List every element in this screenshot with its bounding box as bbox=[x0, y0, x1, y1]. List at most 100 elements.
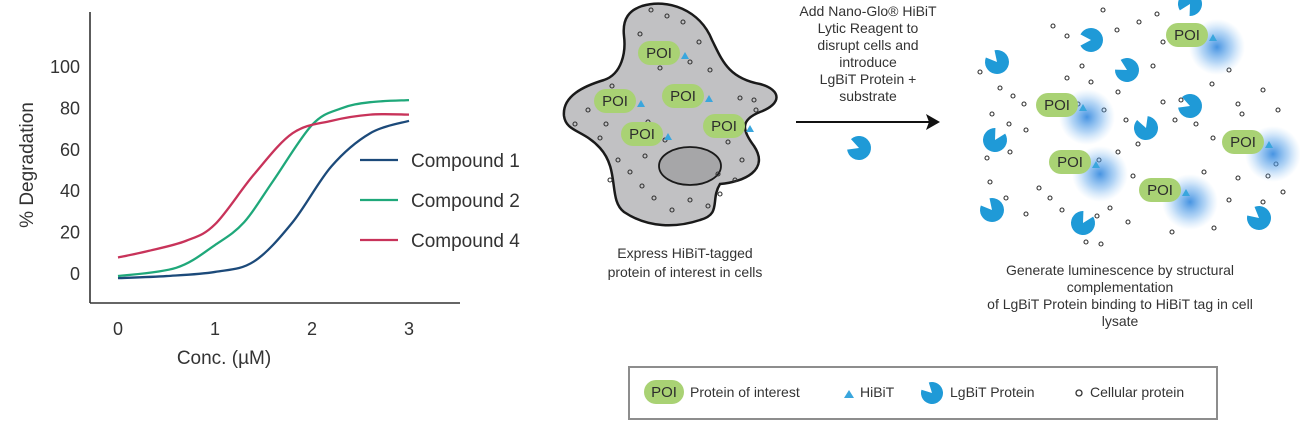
series-line-1 bbox=[117, 119, 410, 280]
lgbit-icon bbox=[921, 382, 943, 404]
hibit-tag-icon bbox=[664, 133, 672, 140]
free-lgbit-proteins bbox=[980, 0, 1272, 235]
cellular-protein-dot bbox=[1064, 75, 1070, 81]
cellular-protein-dot bbox=[1201, 169, 1207, 175]
step1-caption-line2: protein of interest in cells bbox=[608, 264, 763, 280]
lgbit-protein-icon bbox=[1071, 211, 1096, 235]
hibit-tag-icon bbox=[746, 125, 754, 132]
cellular-protein-dot bbox=[1003, 195, 1009, 201]
cellular-protein-dot bbox=[1239, 111, 1245, 117]
cellular-protein-dot bbox=[627, 169, 633, 175]
cellular-protein-dot bbox=[1047, 195, 1053, 201]
arrow-label: Add Nano-Glo® HiBiT Lytic Reagent to dis… bbox=[799, 3, 937, 104]
arrow-label-line1: Add Nano-Glo® HiBiT bbox=[799, 3, 937, 19]
cellular-protein-dot bbox=[648, 7, 654, 13]
cellular-protein-dot bbox=[1125, 219, 1131, 225]
poi-label: POI bbox=[602, 93, 628, 110]
poi-label: POI bbox=[1044, 97, 1070, 114]
chart-series bbox=[117, 98, 410, 280]
poi-label: POI bbox=[711, 118, 737, 135]
hibit-tag-icon bbox=[681, 52, 689, 59]
cellular-protein-dot bbox=[1226, 197, 1232, 203]
step2-caption-line1: Generate luminescence by structural bbox=[1006, 262, 1234, 278]
cellular-protein-dot bbox=[1094, 213, 1100, 219]
cellular-protein-dot bbox=[732, 177, 738, 183]
step1-caption-line1: Express HiBiT-tagged bbox=[617, 245, 752, 261]
cellular-protein-dot bbox=[1150, 63, 1156, 69]
x-tick-label: 1 bbox=[210, 319, 220, 339]
cellular-protein-dot bbox=[987, 179, 993, 185]
cellular-protein-dot bbox=[1172, 117, 1178, 123]
cellular-protein-dot bbox=[1260, 87, 1266, 93]
cellular-protein-dot bbox=[1160, 39, 1166, 45]
hibit-tag-icon bbox=[1092, 161, 1100, 168]
cellular-protein-dot bbox=[1088, 79, 1094, 85]
cellular-protein-dot bbox=[707, 67, 713, 73]
arrow-label-line2: Lytic Reagent to bbox=[818, 20, 919, 36]
poi-label: POI bbox=[670, 88, 696, 105]
y-tick-label: 100 bbox=[50, 57, 80, 77]
y-axis-label: % Degradation bbox=[17, 102, 38, 228]
cellular-protein-dot bbox=[651, 195, 657, 201]
hibit-tag-icon bbox=[1265, 141, 1273, 148]
cellular-protein-dot bbox=[1050, 23, 1056, 29]
cellular-protein-dot bbox=[657, 65, 663, 71]
legend-poi-label: Protein of interest bbox=[690, 384, 800, 400]
cellular-protein-dot bbox=[1169, 229, 1175, 235]
legend-hibit-label: HiBiT bbox=[860, 384, 895, 400]
cellular-protein-dot bbox=[739, 157, 745, 163]
series-line-2 bbox=[117, 98, 410, 278]
cellular-protein-dot bbox=[1123, 117, 1129, 123]
cellular-protein-dot bbox=[687, 197, 693, 203]
y-tick-label: 0 bbox=[70, 264, 80, 284]
series-line-3 bbox=[117, 113, 410, 259]
step2-caption-line2: complementation bbox=[1067, 279, 1174, 295]
cellular-protein-dot bbox=[989, 111, 995, 117]
chart-axes bbox=[89, 12, 460, 304]
legend-poi-icon: POI bbox=[644, 380, 684, 404]
cellular-protein-dot bbox=[1100, 7, 1106, 13]
hibit-tag-icon bbox=[1209, 34, 1217, 41]
cellular-protein-dot bbox=[664, 13, 670, 19]
cellular-protein-dot bbox=[609, 83, 615, 89]
lgbit-protein-icon bbox=[1080, 28, 1103, 52]
legend-poi-icon-text: POI bbox=[651, 384, 677, 401]
y-tick-label: 60 bbox=[60, 140, 80, 160]
cellular-protein-dot bbox=[1007, 149, 1013, 155]
legend-label: Compound 1 bbox=[411, 151, 520, 172]
poi-label: POI bbox=[1057, 154, 1083, 171]
cellular-protein-dot bbox=[753, 107, 759, 113]
hibit-tag-icon bbox=[705, 95, 713, 102]
nucleus bbox=[658, 146, 722, 186]
cellular-protein-dot bbox=[639, 183, 645, 189]
cellular-protein-dot bbox=[615, 157, 621, 163]
cellular-protein-dot bbox=[585, 107, 591, 113]
cellular-protein-dot bbox=[1023, 127, 1029, 133]
cell-membrane bbox=[562, 2, 778, 227]
arrow-label-line4: introduce bbox=[839, 54, 897, 70]
hibit-tag-icon bbox=[1182, 189, 1190, 196]
cellular-protein-icon bbox=[1075, 389, 1083, 397]
cellular-protein-dot bbox=[997, 85, 1003, 91]
cellular-protein-dot bbox=[1130, 173, 1136, 179]
cellular-protein-dot bbox=[1135, 141, 1141, 147]
cellular-protein-dot bbox=[696, 39, 702, 45]
x-tick-label: 2 bbox=[307, 319, 317, 339]
cellular-protein-dot bbox=[1178, 97, 1184, 103]
cellular-protein-dot bbox=[1235, 175, 1241, 181]
lgbit-protein-icon bbox=[921, 382, 943, 404]
poi-icon: POI bbox=[1049, 150, 1100, 174]
poi-icon: POI bbox=[1139, 178, 1190, 202]
poi-icon: POI bbox=[621, 122, 672, 146]
cellular-protein-dot bbox=[1098, 241, 1104, 247]
poi-label: POI bbox=[1230, 134, 1256, 151]
poi-icon: POI bbox=[1166, 23, 1217, 47]
cellular-protein-dot bbox=[1209, 81, 1215, 87]
cellular-protein-dot bbox=[1193, 121, 1199, 127]
poi-label: POI bbox=[1174, 27, 1200, 44]
lgbit-protein-icon bbox=[1178, 0, 1202, 16]
hibit-assay-diagram: POI POI POI POI POI Express HiBiT-tagged pro… bbox=[562, 0, 1300, 329]
cellular-protein-dot bbox=[751, 97, 757, 103]
